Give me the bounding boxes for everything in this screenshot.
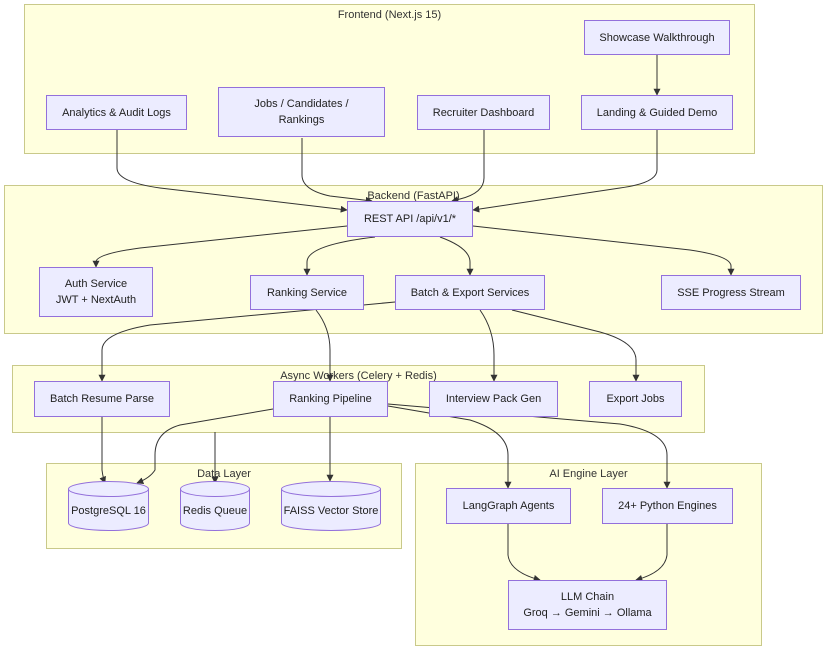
recruiter-dashboard-label: Recruiter Dashboard: [432, 106, 535, 119]
export-jobs-node[interactable]: Export Jobs: [589, 381, 682, 417]
batch-export-services-node[interactable]: Batch & Export Services: [395, 275, 545, 310]
rest-api-label: REST API /api/v1/*: [363, 213, 457, 225]
redis-queue-label: Redis Queue: [182, 505, 248, 517]
python-engines-node[interactable]: 24+ Python Engines: [602, 488, 733, 524]
edge-jobs-api: [301, 138, 373, 204]
edge-api-auth: [92, 225, 348, 268]
jobs-label-line2: Rankings: [278, 114, 325, 126]
python-engines-label: 24+ Python Engines: [618, 500, 717, 512]
llm-chain-label-line2: Groq → Gemini → Ollama: [523, 607, 652, 619]
edge-analytics-api: [116, 130, 348, 213]
edge-langgraph-llm: [507, 524, 541, 582]
rest-api-node[interactable]: REST API /api/v1/*: [347, 201, 473, 237]
edge-api-ranking: [303, 236, 376, 276]
edge-pipeline-langgraph: [387, 405, 512, 489]
auth-service-node[interactable]: Auth Service JWT + NextAuth: [39, 267, 153, 317]
landing-guided-demo-label: Landing & Guided Demo: [596, 106, 718, 119]
edge-pipeline-postgres: [136, 408, 274, 485]
langgraph-agents-node[interactable]: LangGraph Agents: [446, 488, 571, 524]
ai-engine-cluster-title: AI Engine Layer: [549, 468, 628, 480]
sse-progress-stream-node[interactable]: SSE Progress Stream: [661, 275, 801, 310]
interview-pack-gen-node[interactable]: Interview Pack Gen: [429, 381, 558, 417]
frontend-cluster-title: Frontend (Next.js 15): [337, 9, 442, 21]
edge-engines-llm: [635, 524, 668, 582]
analytics-audit-logs-label: Analytics & Audit Logs: [62, 106, 171, 119]
workers-cluster-title: Async Workers (Celery + Redis): [280, 370, 437, 382]
auth-service-label-line2: JWT + NextAuth: [55, 294, 137, 306]
batch-export-services-label: Batch & Export Services: [410, 286, 530, 299]
edge-api-sse: [472, 225, 735, 276]
ranking-service-label: Ranking Service: [266, 286, 348, 299]
analytics-audit-logs-node[interactable]: Analytics & Audit Logs: [46, 95, 187, 130]
backend-cluster-title: Backend (FastAPI): [367, 190, 460, 202]
edge-batch-parse: [98, 301, 396, 382]
llm-chain-node[interactable]: LLM Chain Groq → Gemini → Ollama: [508, 580, 667, 630]
recruiter-dashboard-node[interactable]: Recruiter Dashboard: [417, 95, 550, 130]
landing-guided-demo-node[interactable]: Landing & Guided Demo: [581, 95, 733, 130]
ranking-service-node[interactable]: Ranking Service: [250, 275, 364, 310]
edge-batch-export: [511, 309, 640, 382]
database-cylinder-icon: [180, 481, 250, 531]
llm-chain-label-line1: LLM Chain: [560, 591, 615, 603]
edge-parse-postgres: [99, 417, 106, 484]
jobs-candidates-rankings-node[interactable]: Jobs / Candidates / Rankings: [218, 87, 385, 137]
postgresql-database[interactable]: PostgreSQL 16: [68, 481, 149, 531]
data-layer-cluster-title: Data Layer: [197, 468, 251, 480]
showcase-walkthrough-label: Showcase Walkthrough: [599, 31, 715, 44]
auth-service-label-line1: Auth Service: [64, 278, 128, 290]
faiss-vector-store-label: FAISS Vector Store: [283, 505, 379, 517]
interview-pack-gen-label: Interview Pack Gen: [445, 393, 542, 405]
edge-ranking-pipeline: [315, 309, 334, 382]
faiss-vector-store-database[interactable]: FAISS Vector Store: [281, 481, 381, 531]
showcase-walkthrough-node[interactable]: Showcase Walkthrough: [584, 20, 730, 55]
export-jobs-label: Export Jobs: [606, 393, 665, 405]
batch-resume-parse-label: Batch Resume Parse: [50, 393, 154, 405]
batch-resume-parse-node[interactable]: Batch Resume Parse: [34, 381, 170, 417]
edge-recruiter-api: [451, 130, 485, 203]
database-cylinder-icon: [281, 481, 381, 531]
edge-landing-api: [472, 130, 658, 213]
sse-progress-stream-label: SSE Progress Stream: [677, 286, 785, 299]
edge-batch-interview: [479, 309, 498, 382]
ranking-pipeline-node[interactable]: Ranking Pipeline: [273, 381, 388, 417]
ranking-pipeline-label: Ranking Pipeline: [289, 393, 372, 405]
edge-pipeline-engines: [387, 403, 671, 489]
jobs-label-line1: Jobs / Candidates /: [254, 98, 349, 110]
edge-api-batch: [439, 236, 474, 276]
database-cylinder-icon: [68, 481, 149, 531]
postgresql-label: PostgreSQL 16: [71, 505, 146, 517]
redis-queue-database[interactable]: Redis Queue: [180, 481, 250, 531]
langgraph-agents-label: LangGraph Agents: [462, 500, 555, 512]
